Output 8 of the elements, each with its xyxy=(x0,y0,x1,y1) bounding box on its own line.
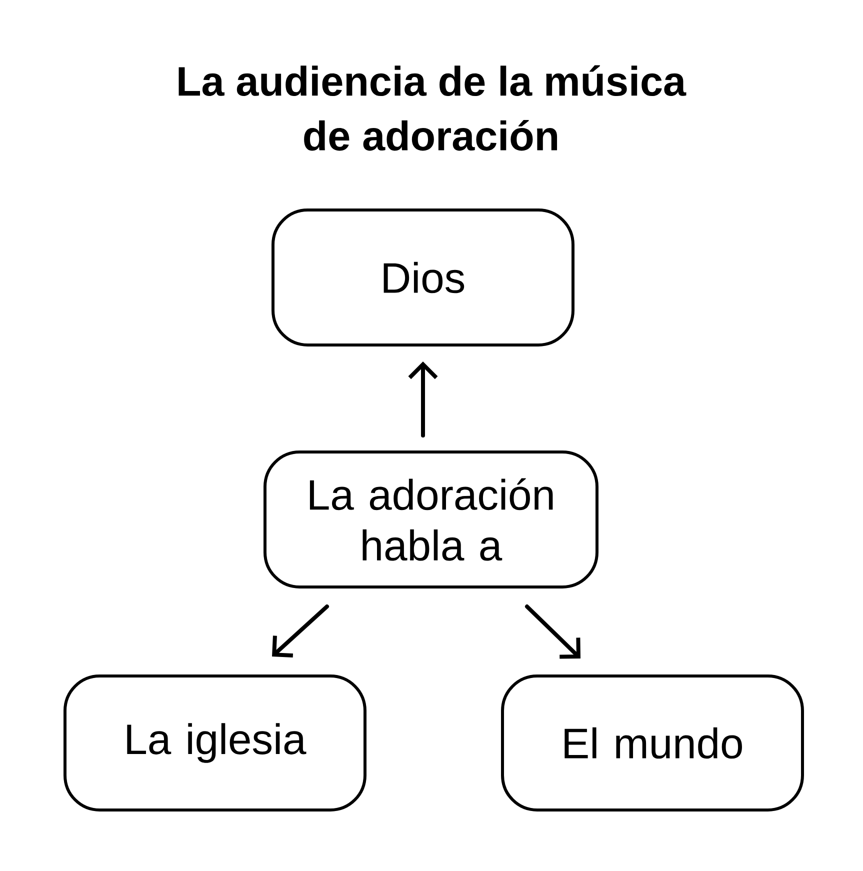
process-box: Dios xyxy=(272,208,574,346)
process-box: La adoración habla a xyxy=(264,450,598,588)
process-box: El mundo xyxy=(501,674,804,812)
arrow xyxy=(272,604,329,658)
arrow xyxy=(525,604,580,659)
arrow xyxy=(408,362,438,438)
title: La audiencia de la música de adoración xyxy=(178,65,686,151)
process-box: La iglesia xyxy=(64,674,366,812)
